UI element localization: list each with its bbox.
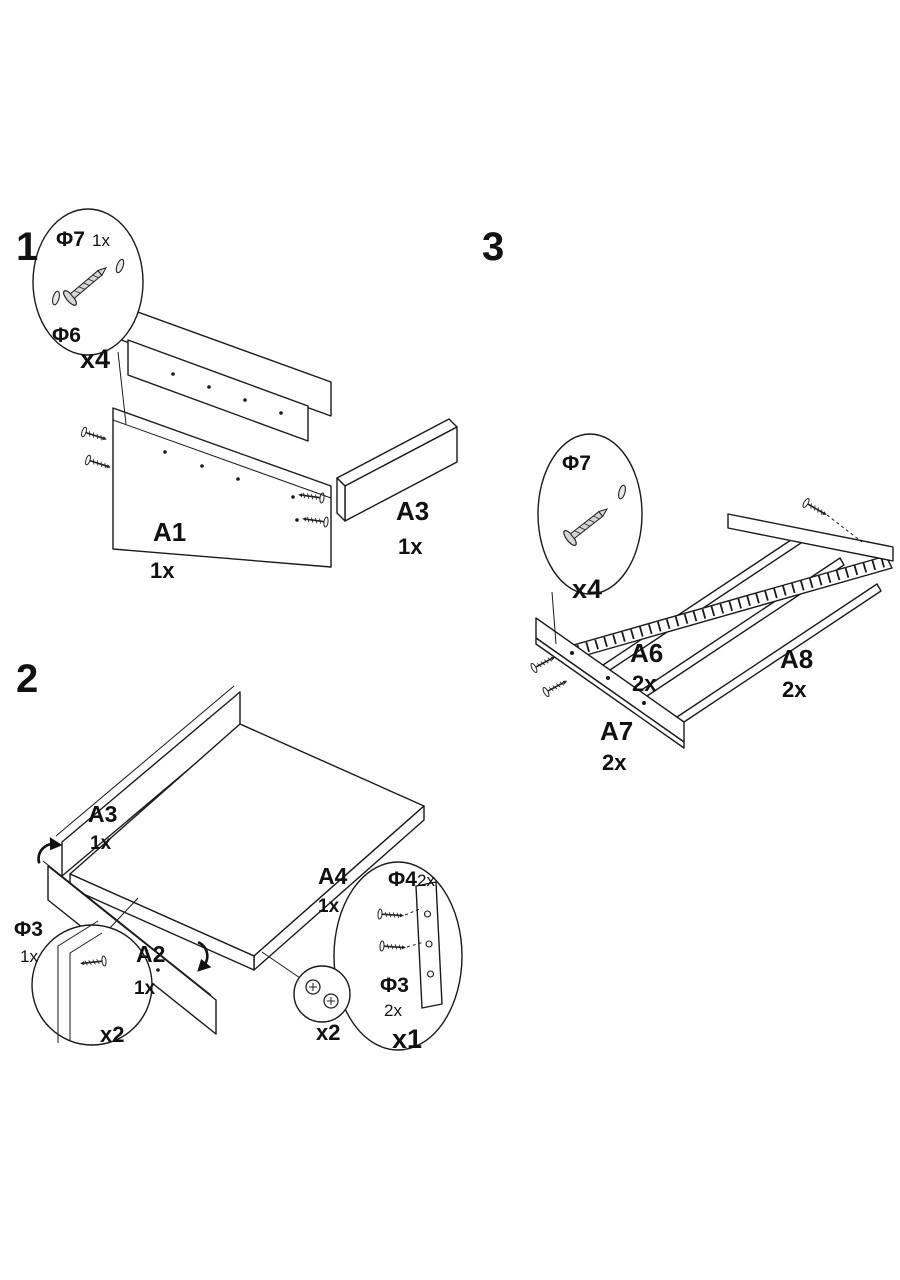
phi3-left-label: Φ3 [14,918,43,941]
screw-hole [171,372,175,376]
step3-count: x4 [572,574,602,604]
slat-row-ticks [558,556,890,660]
label-a1: A1 [153,517,186,547]
label-a8: A8 [780,644,813,674]
cam-hole [423,910,432,918]
label-a6: A6 [630,638,663,668]
right-count: x1 [392,1024,422,1054]
label-a1-qty: 1x [150,558,175,583]
screw-hole [279,411,283,415]
phi3-left-qty: 1x [20,947,38,966]
step1-section: Φ7 1x Φ6 1 x4 A1 1x A3 1x [16,208,458,583]
label-a6-qty: 2x [632,671,657,696]
step1-number: 1 [16,225,38,269]
step2-section: Φ3 1x x2 Φ4 2x Φ3 2x x2 x1 2 A3 [14,657,463,1054]
step2-number: 2 [16,657,38,701]
rail-a7-bottom-edge [535,637,685,749]
step1-count: x4 [80,344,110,374]
cam-count: x2 [316,1020,340,1045]
label-a3-qty: 1x [90,833,112,854]
screw-hole [291,495,295,499]
callout-circle [537,433,643,595]
panel-edge-line [112,419,332,499]
label-a4: A4 [318,863,348,889]
panel-a1 [112,407,332,568]
slat-base-assembly [529,496,894,749]
step2-right-callout: Φ4 2x Φ3 2x x2 x1 [261,861,463,1054]
cam-hole [426,970,435,978]
screw-hole [642,701,646,705]
label-a2: A2 [136,941,165,967]
holed-rail [127,339,309,442]
frame-assembly [33,685,425,1035]
phi4-qty: 2x [417,871,435,890]
left-count: x2 [100,1022,124,1047]
screw-hole [570,651,574,655]
phi6-label: Φ6 [52,324,81,347]
back-rail [727,513,894,562]
cam-callout-circle [293,965,351,1023]
cam-lock-icon [305,979,321,995]
screw-guide-line [406,941,425,948]
label-a3: A3 [88,801,117,827]
rail-top-edge [42,860,212,996]
label-a4-qty: 1x [318,896,340,917]
callout-leader-line [107,897,139,931]
screw-hole [606,676,610,680]
step1-hardware-callout: Φ7 1x Φ6 [32,208,144,425]
small-screw-icon [79,425,110,445]
phi7-label: Φ7 [56,228,85,251]
phi3-right-label: Φ3 [380,974,409,997]
label-a3: A3 [396,496,429,526]
cam-lock-icon [323,993,339,1009]
step3-hardware-callout: Φ7 [537,433,643,645]
rail-a3 [336,418,458,522]
label-a2-qty: 1x [134,978,156,999]
step2-left-callout: Φ3 1x x2 [14,897,153,1047]
small-screw-icon [800,496,831,521]
callout-leader-line [117,351,127,425]
small-screw-icon [541,675,571,699]
phi7-label: Φ7 [562,452,591,475]
label-a3-qty: 1x [398,534,423,559]
label-a7: A7 [600,716,633,746]
callout-leader-line [261,951,301,979]
step3-section: Φ7 3 x4 A6 2x A8 2x A7 2x [482,225,894,775]
screw-hole [295,518,299,522]
board-corner-edge [69,932,103,1040]
screw-hole [156,968,160,972]
callout-leader-line [551,591,557,645]
screw-hole [200,464,204,468]
screw-guide-line [826,514,863,543]
label-a7-qty: 2x [602,750,627,775]
board-corner-edge [57,920,99,1043]
rotate-arrow-icon [33,833,67,865]
rail-top-edge [55,685,235,837]
phi4-label: Φ4 [388,868,417,891]
screw-hole [236,477,240,481]
cam-hole [425,940,433,948]
screw-hole [207,385,211,389]
rail-end-face [336,477,346,522]
phi3-right-qty: 2x [384,1001,402,1020]
phi7-qty: 1x [92,231,110,250]
screw-hole [243,398,247,402]
small-screw-icon [83,453,114,473]
screw-hole [163,450,167,454]
label-a8-qty: 2x [782,677,807,702]
headboard-assembly [79,302,332,568]
step3-number: 3 [482,225,504,269]
